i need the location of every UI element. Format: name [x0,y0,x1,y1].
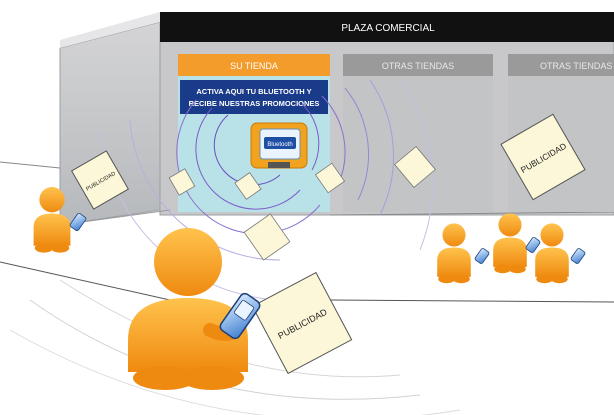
mall-title-bar [160,12,614,42]
other-store-1-label: OTRAS TIENDAS [382,61,454,71]
other-store-2-sign [508,54,614,76]
signal-wave-5 [321,95,346,186]
floating-flyer-3 [314,162,346,194]
floating-flyers [168,145,436,261]
phone-small-left-icon [69,212,87,232]
phone-large-icon [219,292,261,340]
phone-right-2-icon [525,237,541,253]
signal-wave-1 [213,114,281,186]
person-right-1 [437,223,490,284]
promo-banner [180,80,328,114]
floor-line-front [0,261,171,301]
other-store-2-label: OTRAS TIENDAS [540,61,612,71]
signal-wave-7 [369,79,394,216]
signal-wave-3 [176,99,321,235]
other-store-1: OTRAS TIENDAS [343,54,493,212]
other-store-1-sign [343,54,493,76]
signal-wave-4 [301,103,320,171]
other-store-1-window [343,54,493,212]
flyer-small: PUBLICIDAD [70,150,130,210]
ground-line-right [329,211,614,216]
floor-line-right [329,299,614,303]
signal-wave-8 [129,119,281,261]
person-right-3 [535,223,586,284]
signal-wave-6 [344,87,369,201]
mall-title: PLAZA COMERCIAL [341,23,435,34]
device-screen-label: Bluetooth [267,142,292,148]
your-store-label: SU TIENDA [230,61,278,71]
promo-banner-line1: ACTIVA AQUI TU BLUETOOTH Y [196,87,311,96]
floating-flyer-1 [168,168,196,196]
left-roof [60,12,160,48]
phone-right-1-icon [474,248,490,264]
person-group-right [437,213,586,284]
person-small-left [33,187,87,253]
signal-wave-12 [9,329,461,415]
signal-wave-2 [195,107,301,210]
phone-right-3-icon [570,248,586,264]
your-store-sign [178,54,330,76]
signal-wave-10 [399,79,434,251]
flyer-right: PUBLICIDAD [500,113,586,201]
device-stand [268,162,290,168]
person-large [128,228,261,390]
bluetooth-device: Bluetooth [250,122,308,169]
device-screen-badge [264,137,296,149]
flyer-large: PUBLICIDAD [251,271,353,375]
floating-flyer-2 [234,172,262,200]
promo-banner-line2: RECIBE NUESTRAS PROMOCIONES [189,99,320,108]
person-right-2 [493,213,541,274]
floating-flyer-5 [243,213,291,261]
floating-flyer-4 [394,145,436,189]
ground-line-left [0,161,61,169]
